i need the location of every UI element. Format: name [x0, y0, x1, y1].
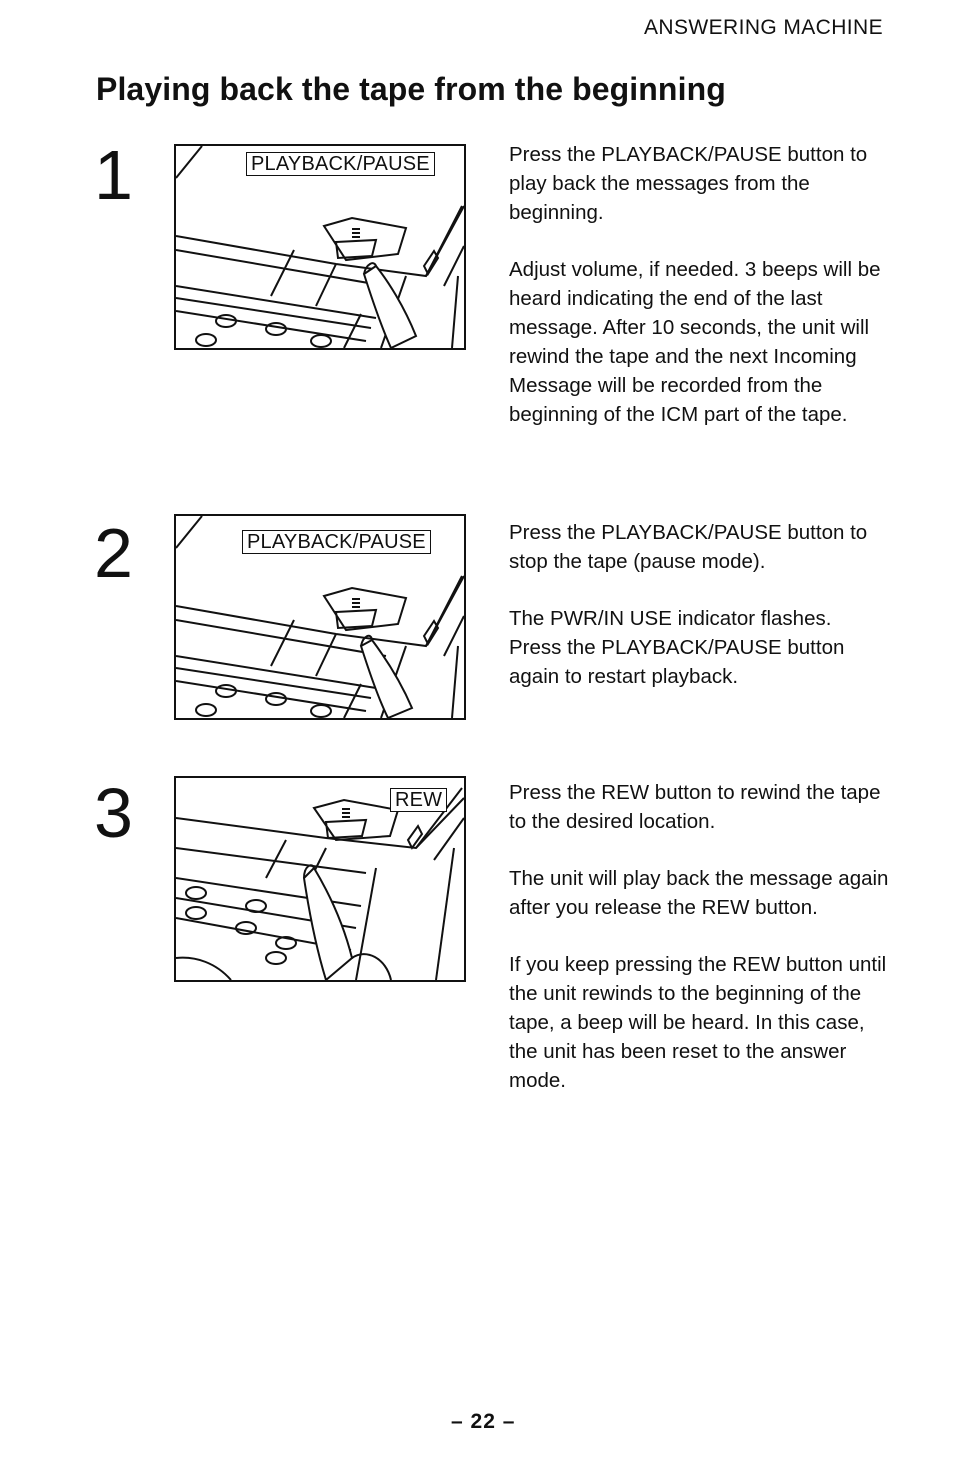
step-1-illustration: PLAYBACK/PAUSE [174, 144, 466, 350]
step-3-number: 3 [94, 774, 133, 852]
rew-button-label: REW [390, 788, 448, 812]
step-3-text: Press the REW button to rewind the tape … [509, 778, 889, 1123]
page-title: Playing back the tape from the beginning [96, 71, 726, 107]
phone-panel-illustration [176, 516, 464, 718]
phone-panel-illustration [176, 146, 464, 348]
section-header: ANSWERING MACHINE [644, 16, 883, 39]
step-3-paragraph: If you keep pressing the REW button unti… [509, 953, 887, 1092]
step-2-illustration: PLAYBACK/PAUSE [174, 514, 466, 720]
step-2-paragraph: The PWR/IN USE indicator flashes. Press … [509, 607, 845, 688]
step-3-paragraph: The unit will play back the message agai… [509, 867, 889, 919]
step-3-paragraph: Press the REW button to rewind the tape … [509, 781, 881, 833]
step-3-illustration: REW [174, 776, 466, 982]
step-1-number: 1 [94, 136, 133, 214]
step-2-number: 2 [94, 514, 133, 592]
playback-pause-button-label: PLAYBACK/PAUSE [246, 152, 435, 176]
step-1-paragraph: Adjust volume, if needed. 3 beeps will b… [509, 258, 881, 426]
phone-panel-illustration [176, 787, 464, 980]
step-1-paragraph: Press the PLAYBACK/PAUSE button to play … [509, 143, 868, 224]
step-2-text: Press the PLAYBACK/PAUSE button to stop … [509, 518, 889, 719]
step-1-text: Press the PLAYBACK/PAUSE button to play … [509, 140, 889, 457]
page-number: – 22 – [451, 1410, 516, 1433]
playback-pause-button-label: PLAYBACK/PAUSE [242, 530, 431, 554]
step-2-paragraph: Press the PLAYBACK/PAUSE button to stop … [509, 521, 868, 573]
